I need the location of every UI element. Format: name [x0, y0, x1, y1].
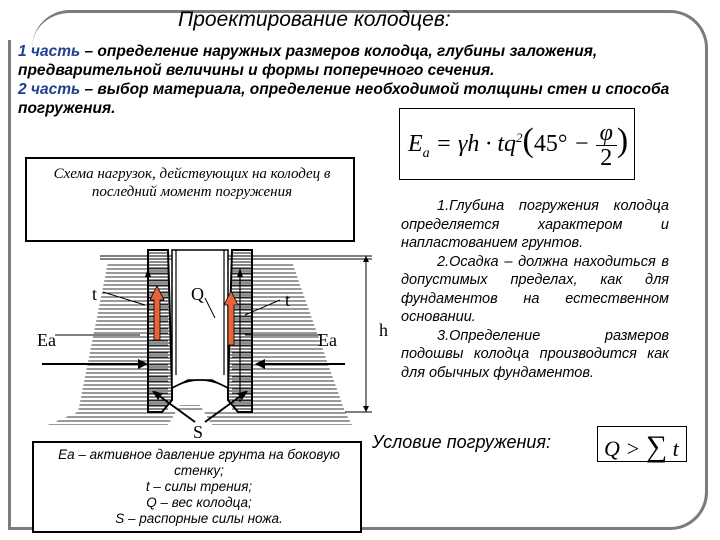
condition-formula: Q > ∑ t: [597, 426, 687, 463]
note-item: 2.Осадка – должна находиться в допустимы…: [401, 253, 669, 326]
legend-box: Ea – активное давление грунта на боковую…: [32, 441, 362, 533]
slide-frame-left: [8, 40, 48, 528]
soil-left: [78, 262, 168, 412]
legend-item: Ea – активное давление грунта на боковую…: [58, 447, 340, 478]
legend-item: t – силы трения;: [145, 479, 253, 494]
legend-item: Q – вес колодца;: [146, 495, 252, 510]
intro-text: 1 часть – определение наружных размеров …: [18, 42, 708, 118]
scheme-caption-box: Схема нагрузок, действующих на колодец в…: [25, 157, 355, 242]
label-h: h: [379, 320, 388, 340]
note-item: 1.Глубина погружения колодца определяетс…: [401, 198, 669, 251]
part2-label: 2 часть: [18, 81, 81, 98]
slide-frame-top: [32, 10, 708, 530]
label-q: Q: [191, 284, 204, 304]
scheme-caption: Схема нагрузок, действующих на колодец в…: [53, 166, 331, 200]
label-s: S: [193, 422, 204, 442]
soil-right: [232, 262, 345, 412]
slide-title: Проектирование колодцев:: [178, 8, 451, 31]
legend-item: S – распорные силы ножа.: [115, 511, 283, 526]
label-ea-right: Ea: [318, 330, 337, 350]
part2-text: – выбор материала, определение необходим…: [18, 81, 670, 117]
label-t-right: t: [285, 290, 291, 310]
part1-text: – определение наружных размеров колодца,…: [18, 43, 598, 79]
label-ea-left: Ea: [37, 330, 56, 350]
condition-label: Условие погружения:: [372, 432, 552, 452]
label-t-left: t: [92, 284, 98, 304]
note-item: 3.Определение размеров подошвы колодца п…: [401, 327, 669, 381]
part1-label: 1 часть: [18, 43, 81, 60]
notes-list: 1.Глубина погружения колодца определяетс…: [401, 197, 669, 382]
friction-arrow-left: [149, 285, 165, 341]
legend-text: Ea – активное давление грунта на боковую…: [38, 447, 360, 527]
friction-arrow-right: [223, 290, 239, 346]
